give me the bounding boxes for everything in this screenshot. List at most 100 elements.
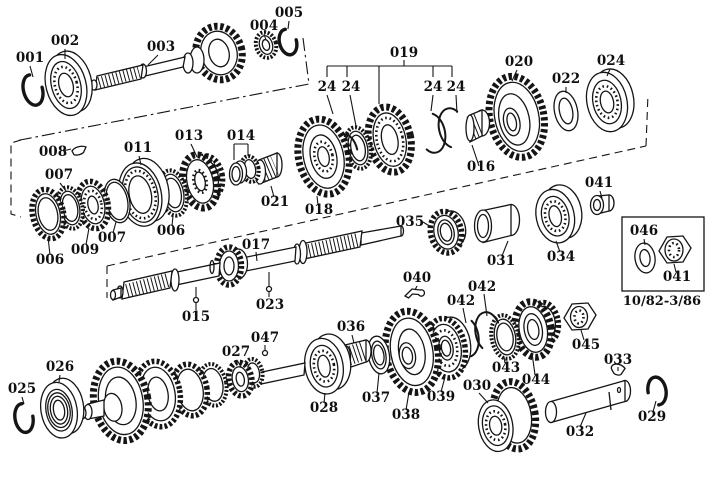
part-029-snap-ring xyxy=(646,375,668,407)
callout-026[interactable]: 026 xyxy=(46,359,74,383)
svg-text:046: 046 xyxy=(630,223,658,239)
callout-015[interactable]: 015 xyxy=(182,287,210,325)
callout-24-c[interactable]: 24 xyxy=(424,79,443,112)
callout-025[interactable]: 025 xyxy=(8,381,36,405)
callout-006-b[interactable]: 006 xyxy=(157,215,185,239)
svg-text:015: 015 xyxy=(182,309,210,325)
callout-009[interactable]: 009 xyxy=(71,227,99,258)
svg-text:025: 025 xyxy=(8,381,36,397)
svg-text:032: 032 xyxy=(566,424,594,440)
part-044-gear xyxy=(511,298,562,361)
svg-text:024: 024 xyxy=(597,53,625,69)
callout-007-a[interactable]: 007 xyxy=(45,167,73,192)
part-003-input-shaft xyxy=(90,22,246,91)
callout-24-b[interactable]: 24 xyxy=(342,79,361,127)
part-022-washer xyxy=(553,90,579,132)
callout-005[interactable]: 005 xyxy=(275,5,303,30)
callout-030[interactable]: 030 xyxy=(463,378,491,404)
svg-text:038: 038 xyxy=(392,407,420,423)
part-002-bearing xyxy=(44,50,93,117)
part-24-spring-c xyxy=(417,112,447,154)
callout-041-b[interactable]: 041 xyxy=(663,263,691,285)
svg-text:013: 013 xyxy=(175,128,203,144)
part-045-nut xyxy=(563,302,597,331)
callout-016[interactable]: 016 xyxy=(467,144,495,175)
callout-034[interactable]: 034 xyxy=(547,240,575,265)
callout-011[interactable]: 011 xyxy=(124,140,152,166)
callout-024[interactable]: 024 xyxy=(597,53,625,77)
svg-text:004: 004 xyxy=(250,18,278,34)
callout-001[interactable]: 001 xyxy=(16,50,44,78)
part-24-spring-d xyxy=(437,107,467,149)
svg-text:24: 24 xyxy=(318,79,337,95)
part-006-ring-a xyxy=(29,186,67,242)
callout-041-a[interactable]: 041 xyxy=(585,175,613,199)
part-004-gear xyxy=(253,30,279,60)
svg-text:018: 018 xyxy=(305,202,333,218)
callout-036[interactable]: 036 xyxy=(337,319,365,344)
callout-038[interactable]: 038 xyxy=(392,391,420,423)
callout-031[interactable]: 031 xyxy=(487,240,515,269)
middle-parts xyxy=(427,184,615,256)
callout-028[interactable]: 028 xyxy=(310,392,338,416)
callout-022[interactable]: 022 xyxy=(552,71,580,93)
svg-text:005: 005 xyxy=(275,5,303,21)
reverse-idler-group xyxy=(477,363,668,453)
svg-text:022: 022 xyxy=(552,71,580,87)
svg-text:041: 041 xyxy=(663,269,691,285)
svg-text:037: 037 xyxy=(362,390,390,406)
part-025-snap-ring xyxy=(13,401,35,435)
callout-017[interactable]: 017 xyxy=(242,237,270,262)
callout-037[interactable]: 037 xyxy=(362,372,390,406)
cluster-gear xyxy=(79,357,229,445)
callout-042-a[interactable]: 042 xyxy=(468,279,496,317)
callout-027[interactable]: 027 xyxy=(222,344,250,368)
svg-text:034: 034 xyxy=(547,249,575,265)
callout-040[interactable]: 040 xyxy=(403,270,431,291)
callout-047[interactable]: 047 xyxy=(251,330,279,357)
part-014-bushing xyxy=(228,160,248,186)
callout-035[interactable]: 035 xyxy=(396,214,432,230)
svg-text:030: 030 xyxy=(463,378,491,394)
part-024-bearing xyxy=(585,68,635,133)
part-028-bearing xyxy=(304,333,352,395)
callout-004[interactable]: 004 xyxy=(250,18,278,41)
callout-003[interactable]: 003 xyxy=(147,39,175,66)
callout-046[interactable]: 046 xyxy=(630,223,658,246)
callout-013[interactable]: 013 xyxy=(175,128,203,158)
callout-007-b[interactable]: 007 xyxy=(98,221,126,246)
callout-014[interactable]: 014 xyxy=(227,128,255,160)
callout-023[interactable]: 023 xyxy=(256,272,284,313)
callout-002[interactable]: 002 xyxy=(51,33,79,59)
svg-text:006: 006 xyxy=(36,252,64,268)
callout-029[interactable]: 029 xyxy=(638,400,666,425)
part-034-bearing xyxy=(535,184,583,244)
callout-039[interactable]: 039 xyxy=(427,376,455,405)
callout-044[interactable]: 044 xyxy=(522,352,550,388)
svg-text:036: 036 xyxy=(337,319,365,335)
callout-020[interactable]: 020 xyxy=(505,54,533,82)
svg-text:035: 035 xyxy=(396,214,424,230)
callout-006-a[interactable]: 006 xyxy=(36,236,64,268)
svg-text:24: 24 xyxy=(342,79,361,95)
callout-24-a[interactable]: 24 xyxy=(318,79,337,115)
part-046-washer xyxy=(634,242,656,274)
part-013-gear xyxy=(178,151,226,212)
callout-008[interactable]: 008 xyxy=(39,144,72,160)
callout-019[interactable]: 019 xyxy=(326,45,453,104)
callout-032[interactable]: 032 xyxy=(566,412,594,440)
callout-021[interactable]: 021 xyxy=(261,185,289,210)
callout-042-b[interactable]: 042 xyxy=(447,293,475,324)
svg-text:044: 044 xyxy=(522,372,550,388)
callout-045[interactable]: 045 xyxy=(572,329,600,353)
part-040-clip xyxy=(403,288,426,299)
callout-24-d[interactable]: 24 xyxy=(447,79,466,114)
svg-text:042: 042 xyxy=(447,293,475,309)
callout-043[interactable]: 043 xyxy=(492,356,520,376)
hardware-inset-box xyxy=(621,216,705,292)
svg-text:014: 014 xyxy=(227,128,255,144)
part-001-snap-ring xyxy=(21,73,45,107)
callout-033[interactable]: 033 xyxy=(604,352,632,371)
callout-018[interactable]: 018 xyxy=(305,195,333,218)
